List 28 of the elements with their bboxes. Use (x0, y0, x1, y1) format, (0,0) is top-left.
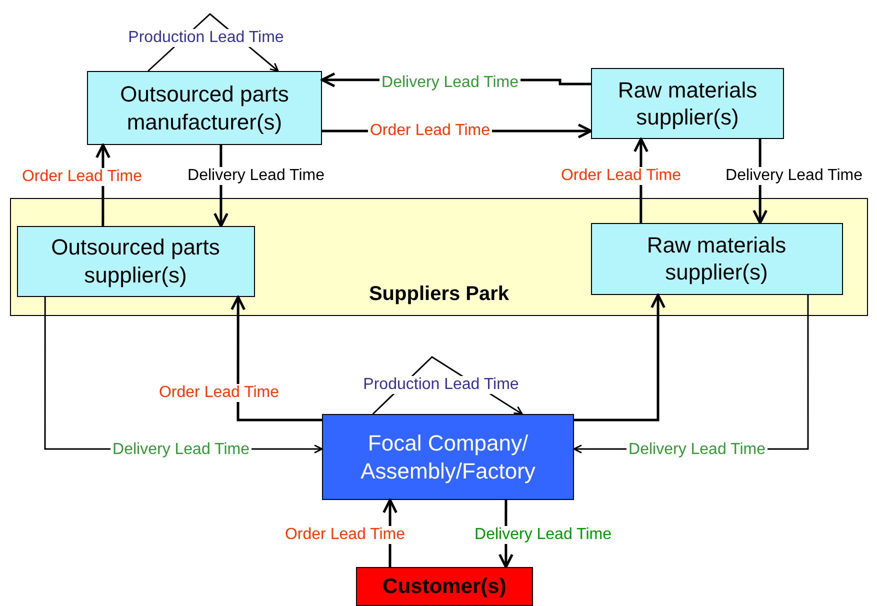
edge-label: Delivery Lead Time (626, 441, 768, 459)
box-label: Outsourced parts supplier(s) (50, 234, 221, 288)
edge-label: Delivery Lead Time (724, 167, 864, 185)
edge-label: Production Lead Time (361, 376, 521, 394)
process-box (87, 71, 322, 145)
box-label: Raw materials supplier(s) (616, 76, 758, 131)
edge-label: Delivery Lead Time (110, 441, 252, 459)
box-label: Customer(s) (382, 573, 508, 600)
box-label: Suppliers Park (368, 282, 510, 307)
edge-label: Order Lead Time (156, 384, 282, 402)
box-label: Focal Company/ Assembly/Factory (360, 430, 536, 484)
edge-label: Production Lead Time (126, 29, 286, 47)
process-box (591, 68, 784, 139)
edge-label: Order Lead Time (558, 167, 684, 185)
process-box (590, 222, 842, 294)
arrow (574, 294, 666, 422)
edge-label: Order Lead Time (20, 168, 144, 186)
edge-label: Order Lead Time (282, 526, 408, 544)
process-box (356, 567, 533, 606)
process-box (16, 226, 254, 296)
process-box (322, 414, 574, 500)
edge-label: Delivery Lead Time (472, 526, 614, 544)
edge-label: Delivery Lead Time (380, 74, 520, 92)
box-label: Raw materials supplier(s) (646, 231, 788, 286)
box-label: Outsourced parts manufacturer(s) (119, 80, 290, 136)
edge-label: Delivery Lead Time (186, 167, 326, 185)
arrow (230, 296, 322, 422)
process-box (10, 198, 868, 316)
